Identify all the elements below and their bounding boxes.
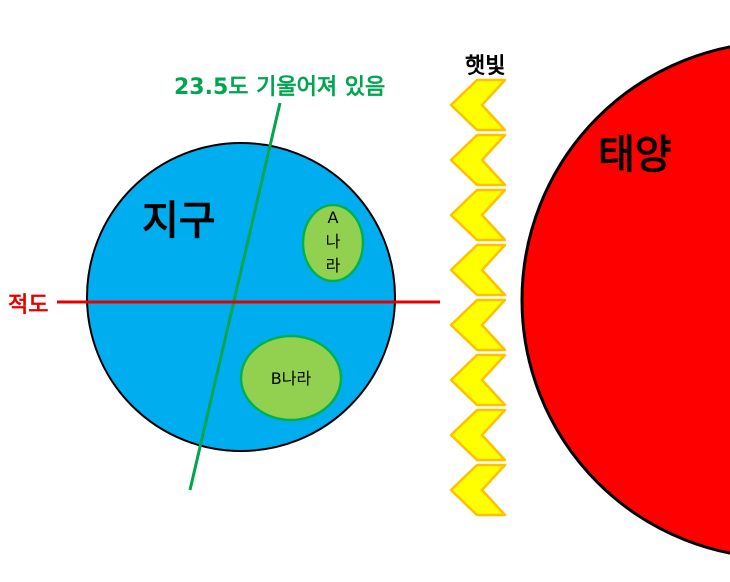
country-a-label-1: A — [328, 208, 339, 227]
equator-label: 적도 — [8, 293, 48, 318]
sunlight-label: 햇빛 — [465, 54, 505, 79]
country-a — [301, 203, 365, 283]
sunlight-arrow — [449, 243, 507, 297]
sunlight-arrow — [449, 188, 507, 242]
country-a-label-2: 나 — [326, 232, 341, 251]
sunlight-arrow — [449, 353, 507, 407]
earth-label: 지구 — [142, 198, 216, 244]
country-b — [239, 334, 343, 422]
sunlight-arrow — [449, 133, 507, 187]
country-a-label-3: 라 — [326, 256, 341, 275]
sunlight-arrow — [449, 463, 507, 517]
tilted-axis — [188, 102, 282, 491]
earth — [86, 142, 396, 452]
country-b-label: B나라 — [271, 369, 312, 388]
sunlight-arrow — [449, 78, 507, 132]
sunlight-arrow — [449, 298, 507, 352]
sun — [520, 45, 730, 555]
sunlight-arrows — [449, 78, 507, 517]
sunlight-arrow — [449, 408, 507, 462]
sun-label: 태양 — [598, 132, 672, 178]
tilt-label: 23.5도 기울어져 있음 — [174, 75, 385, 100]
